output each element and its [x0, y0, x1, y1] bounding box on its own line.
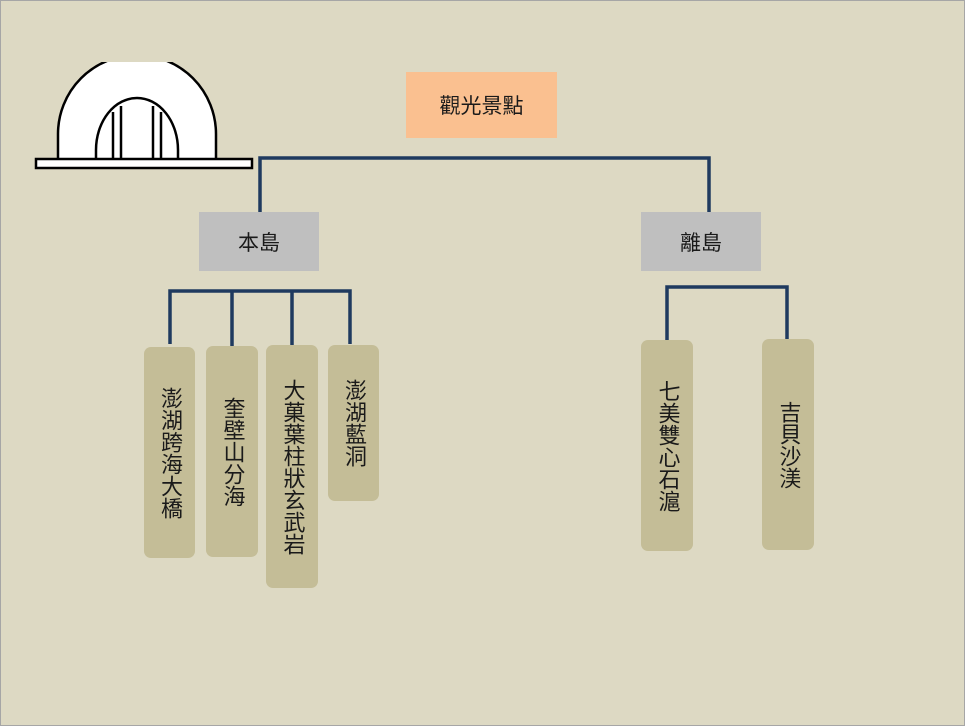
leaf-node: 七美雙心石滬: [641, 340, 693, 551]
leaf-node: 大菓葉柱狀玄武岩: [266, 345, 318, 588]
leaf-node: 奎壁山分海: [206, 346, 258, 557]
connector-outlying-islands: [665, 285, 789, 340]
branch-node-main-island: 本島: [199, 212, 319, 271]
leaf-node: 澎湖藍洞: [328, 345, 379, 501]
leaf-node: 澎湖跨海大橋: [144, 347, 195, 558]
connector-root: [258, 156, 711, 212]
branch-node-outlying-islands: 離島: [641, 212, 761, 271]
root-node: 觀光景點: [406, 72, 557, 138]
leaf-node: 吉貝沙渼: [762, 339, 814, 550]
connector-main-island: [168, 289, 352, 344]
arch-gate-icon: [34, 62, 254, 170]
